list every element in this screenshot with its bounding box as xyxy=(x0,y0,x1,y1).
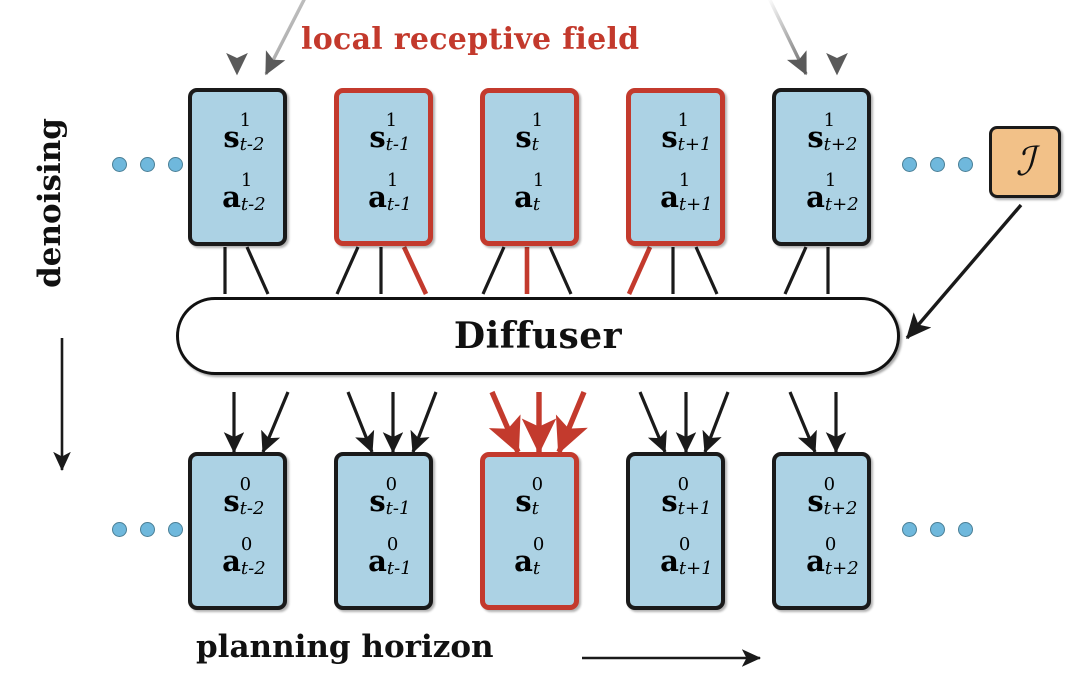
ellipsis-dot xyxy=(930,522,945,537)
state-symbol: s 0 t+1 xyxy=(661,473,712,519)
objective-symbol: ℐ xyxy=(1015,139,1035,185)
ellipsis-dot xyxy=(902,522,917,537)
state-action-box-t-level-0[interactable]: s 0 t a 0 t xyxy=(480,452,579,610)
ellipsis-bottom-left xyxy=(112,522,183,537)
state-action-box-t-level-1[interactable]: s 1 t a 1 t xyxy=(480,88,579,246)
state-action-box-t-1-level-0[interactable]: s 0 t-1 a 0 t-1 xyxy=(334,452,433,610)
state-symbol: s 1 t-2 xyxy=(223,109,265,155)
state-action-box-t-2-level-0[interactable]: s 0 t-2 a 0 t-2 xyxy=(188,452,287,610)
diffuser-module[interactable]: Diffuser xyxy=(176,297,900,375)
fanout-arrows xyxy=(223,390,847,455)
state-symbol: s 1 t xyxy=(515,109,544,155)
ellipsis-dot xyxy=(140,157,155,172)
ellipsis-dot xyxy=(902,157,917,172)
state-symbol: s 0 t-1 xyxy=(369,473,411,519)
objective-box[interactable]: ℐ xyxy=(989,126,1061,198)
ellipsis-dot xyxy=(140,522,155,537)
incoming-arrows-right xyxy=(768,0,848,76)
state-action-box-t+2-level-1[interactable]: s 1 t+2 a 1 t+2 xyxy=(772,88,871,246)
ellipsis-dot xyxy=(168,522,183,537)
state-symbol: s 0 t+2 xyxy=(807,473,858,519)
local-receptive-field-label: local receptive field xyxy=(301,22,640,57)
ellipsis-dot xyxy=(958,157,973,172)
ellipsis-dot xyxy=(930,157,945,172)
objective-arrow xyxy=(905,203,1023,340)
diffuser-label: Diffuser xyxy=(453,315,623,357)
action-symbol: a 1 t-1 xyxy=(368,169,412,215)
planning-horizon-axis-label: planning horizon xyxy=(196,629,494,665)
ellipsis-top-left xyxy=(112,157,183,172)
ellipsis-dot xyxy=(168,157,183,172)
action-symbol: a 0 t-1 xyxy=(368,533,412,579)
action-symbol: a 1 t+1 xyxy=(660,169,713,215)
action-symbol: a 0 t+2 xyxy=(806,533,859,579)
ellipsis-top-right xyxy=(902,157,973,172)
action-symbol: a 1 t-2 xyxy=(222,169,266,215)
state-symbol: s 0 t-2 xyxy=(223,473,265,519)
incoming-arrows-left xyxy=(226,0,306,76)
state-symbol: s 1 t+1 xyxy=(661,109,712,155)
state-action-box-t+2-level-0[interactable]: s 0 t+2 a 0 t+2 xyxy=(772,452,871,610)
action-symbol: a 0 t-2 xyxy=(222,533,266,579)
state-action-box-t-1-level-1[interactable]: s 1 t-1 a 1 t-1 xyxy=(334,88,433,246)
ellipsis-dot xyxy=(958,522,973,537)
state-action-box-t+1-level-1[interactable]: s 1 t+1 a 1 t+1 xyxy=(626,88,725,246)
action-symbol: a 0 t xyxy=(514,533,545,579)
action-symbol: a 1 t+2 xyxy=(806,169,859,215)
action-symbol: a 1 t xyxy=(514,169,545,215)
action-symbol: a 0 t+1 xyxy=(660,533,713,579)
ellipsis-dot xyxy=(112,157,127,172)
fanin-lines xyxy=(223,246,830,295)
denoising-axis-label: denoising xyxy=(32,118,68,288)
state-action-box-t+1-level-0[interactable]: s 0 t+1 a 0 t+1 xyxy=(626,452,725,610)
state-symbol: s 0 t xyxy=(515,473,544,519)
ellipsis-dot xyxy=(112,522,127,537)
ellipsis-bottom-right xyxy=(902,522,973,537)
state-symbol: s 1 t-1 xyxy=(369,109,411,155)
state-action-box-t-2-level-1[interactable]: s 1 t-2 a 1 t-2 xyxy=(188,88,287,246)
state-symbol: s 1 t+2 xyxy=(807,109,858,155)
